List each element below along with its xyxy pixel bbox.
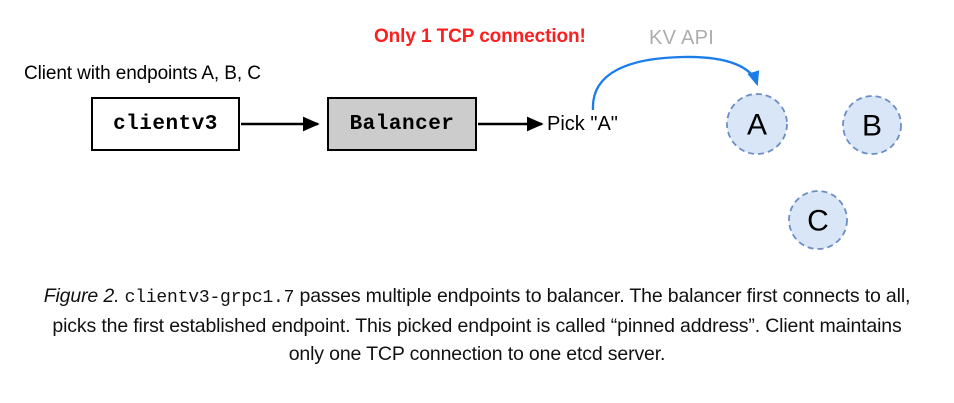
endpoint-c-label: C bbox=[807, 205, 829, 238]
endpoint-b-label: B bbox=[862, 110, 882, 143]
kv-api-arrow bbox=[591, 55, 760, 111]
endpoint-circle-c: C bbox=[788, 190, 848, 250]
endpoint-a-shape bbox=[726, 93, 788, 155]
endpoint-a-label: A bbox=[747, 109, 767, 142]
caption-mono-term: clientv3-grpc1.7 bbox=[124, 288, 295, 308]
diagram-canvas: Only 1 TCP connection! KV API Client wit… bbox=[24, 26, 902, 250]
endpoint-circle-b: B bbox=[842, 95, 902, 155]
kv-api-label: KV API bbox=[649, 27, 715, 49]
figure-caption: Figure 2. clientv3-grpc1.7 passes multip… bbox=[34, 282, 920, 368]
figure-number: Figure 2. bbox=[43, 285, 120, 307]
endpoint-c-shape bbox=[788, 190, 848, 250]
balancer-box: Balancer bbox=[327, 97, 477, 151]
caption-body-text: passes multiple endpoints to balancer. T… bbox=[52, 285, 911, 365]
tcp-connection-warning-label: Only 1 TCP connection! bbox=[374, 26, 586, 47]
pick-a-label: Pick "A" bbox=[547, 113, 618, 135]
client-endpoints-label: Client with endpoints A, B, C bbox=[24, 63, 261, 84]
endpoint-circle-a: A bbox=[726, 93, 788, 155]
endpoint-b-shape bbox=[842, 95, 902, 155]
clientv3-box: clientv3 bbox=[91, 97, 240, 151]
